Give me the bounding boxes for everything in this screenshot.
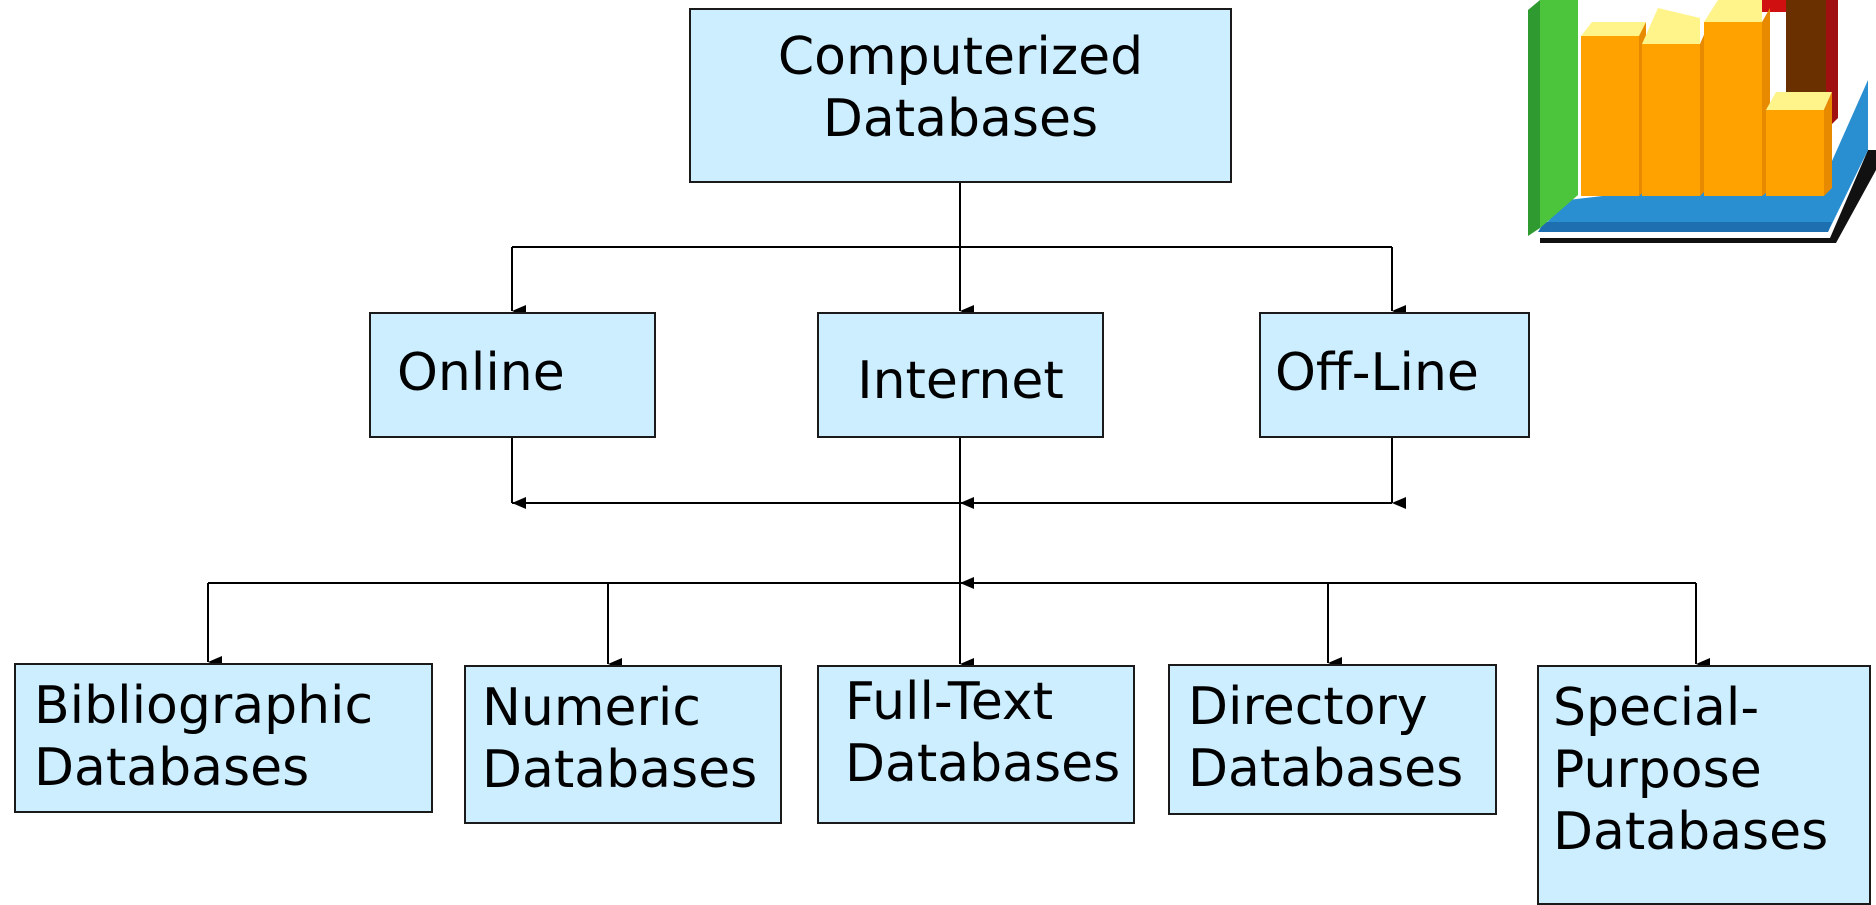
type-node-bibliographic: Bibliographic Databases	[14, 663, 433, 813]
access-label-online: Online	[397, 343, 565, 403]
root-label-line2: Databases	[822, 89, 1099, 149]
root-node-computerized-databases: Computerized Databases	[689, 8, 1232, 183]
type-label-directory-line2: Databases	[1188, 739, 1464, 799]
type-label-special-purpose-line3: Databases	[1553, 802, 1829, 862]
type-label-special-purpose-line1: Special-	[1553, 678, 1760, 738]
type-label-bibliographic-line1: Bibliographic	[34, 676, 374, 736]
type-node-directory: Directory Databases	[1168, 664, 1497, 815]
type-node-special-purpose: Special- Purpose Databases	[1537, 665, 1871, 905]
access-label-off-line: Off-Line	[1275, 343, 1479, 403]
type-label-directory-line1: Directory	[1188, 677, 1428, 737]
type-label-full-text-line2: Databases	[845, 734, 1121, 794]
access-node-off-line: Off-Line	[1259, 312, 1530, 438]
type-label-special-purpose-line2: Purpose	[1553, 740, 1762, 800]
root-label-line1: Computerized	[777, 27, 1144, 87]
access-node-internet: Internet	[817, 312, 1104, 438]
type-node-numeric: Numeric Databases	[464, 665, 782, 824]
access-label-internet: Internet	[857, 351, 1064, 411]
type-label-numeric-line2: Databases	[482, 740, 758, 800]
type-label-full-text-line1: Full-Text	[845, 672, 1054, 732]
access-node-online: Online	[369, 312, 656, 438]
type-node-full-text: Full-Text Databases	[817, 665, 1135, 824]
type-label-numeric-line1: Numeric	[482, 678, 701, 738]
type-label-bibliographic-line2: Databases	[34, 738, 310, 798]
3d-bar-chart-icon	[1528, 0, 1876, 243]
